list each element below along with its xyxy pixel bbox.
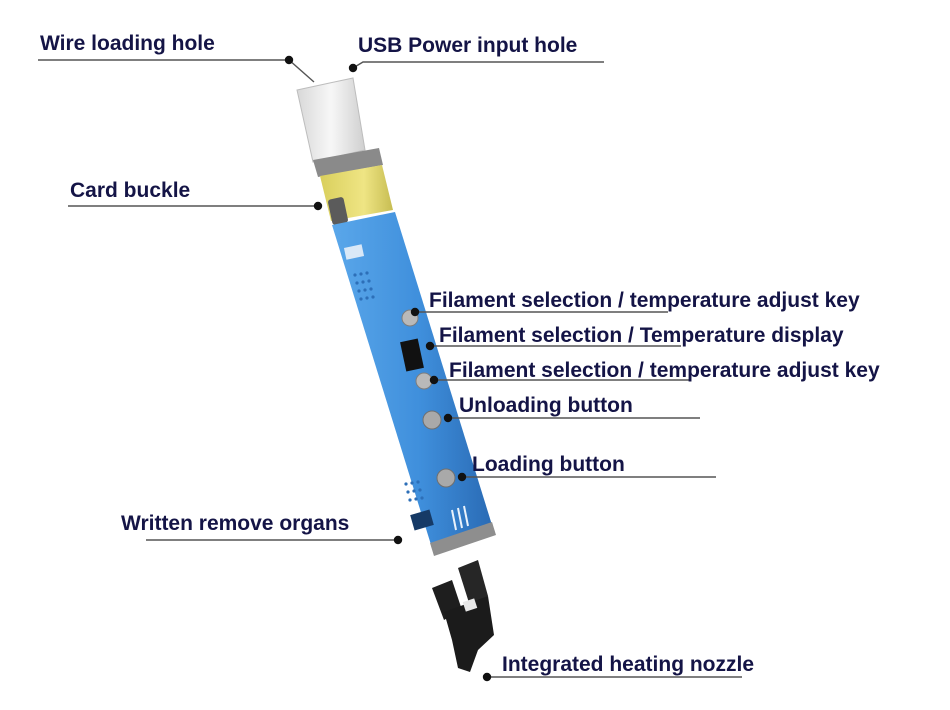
vent-upper: [353, 271, 375, 301]
pen-cap: [296, 77, 366, 163]
label-unloading-button: Unloading button: [459, 394, 633, 417]
label-card-buckle: Card buckle: [70, 179, 191, 202]
label-filament-adjust-key-bottom: Filament selection / temperature adjust …: [449, 359, 880, 382]
label-written-remove-organs: Written remove organs: [121, 512, 350, 535]
leader-usb-power-input: [352, 61, 604, 69]
nozzle-assembly: [432, 560, 494, 672]
label-usb-power-input-hole: USB Power input hole: [358, 34, 578, 57]
pen-grille: [451, 505, 469, 531]
remove-slot: [410, 509, 434, 531]
pen-tip-ring: [430, 522, 496, 556]
label-loading-button: Loading button: [472, 453, 625, 476]
pen-plate: [343, 244, 365, 260]
display-screen: [400, 338, 424, 372]
leader-wire-loading-hole: [38, 59, 315, 83]
loading-button-shape: [436, 468, 456, 488]
pen-clasp: [328, 197, 348, 225]
adjust-key-bottom: [415, 372, 433, 390]
unloading-button-shape: [422, 410, 442, 430]
label-filament-display: Filament selection / Temperature display: [439, 324, 844, 347]
pen-assembly: [296, 77, 496, 672]
label-filament-adjust-key-top: Filament selection / temperature adjust …: [429, 289, 860, 312]
label-integrated-heating-nozzle: Integrated heating nozzle: [502, 653, 755, 676]
label-wire-loading-hole: Wire loading hole: [40, 32, 215, 55]
pen-ring: [313, 148, 383, 177]
leader-dots: [284, 55, 492, 682]
vent-lower: [404, 480, 424, 502]
